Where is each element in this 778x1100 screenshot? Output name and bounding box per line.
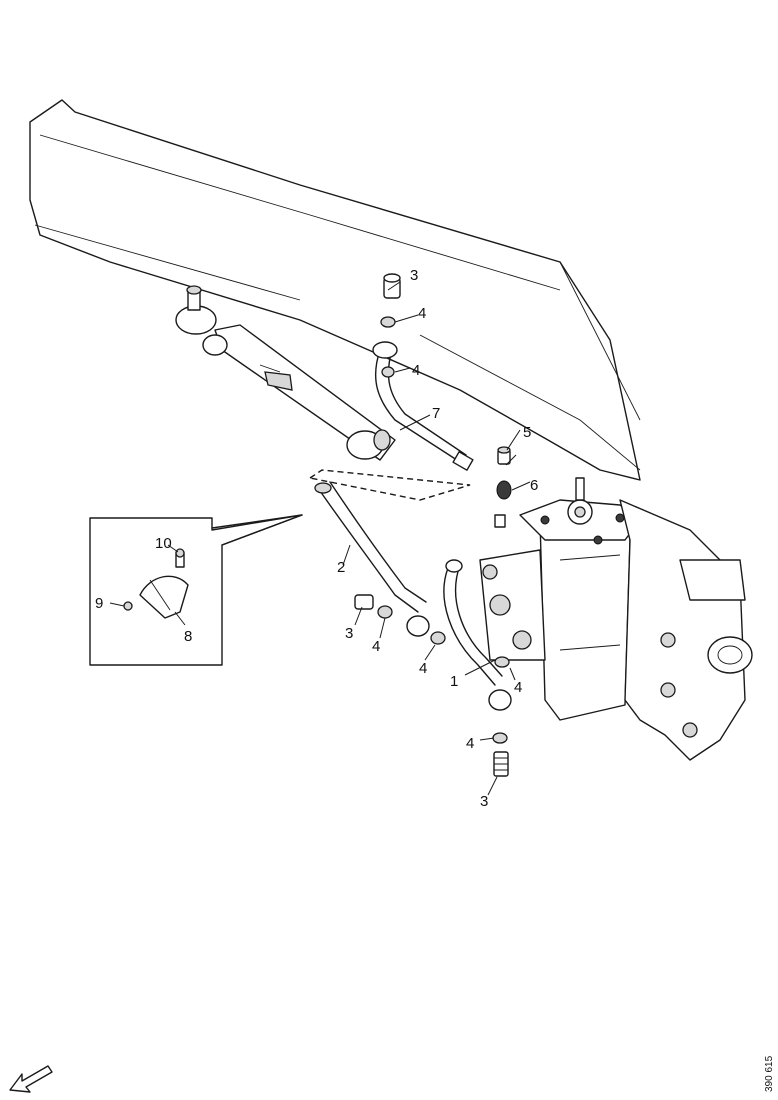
reference-code: 390 615: [764, 1055, 775, 1092]
callout-1: 1: [450, 673, 458, 690]
steering-gear-box: [479, 477, 641, 721]
detail-inset: [89, 514, 303, 666]
chassis-frame-rail: [29, 99, 641, 481]
fitting-5: [497, 446, 511, 465]
callout-5: 5: [523, 424, 531, 441]
washer-top: [380, 316, 396, 328]
banjo-bolt-left: [354, 594, 374, 610]
washer-mid: [430, 631, 446, 645]
washer-hose1: [494, 656, 510, 668]
mounting-bracket: [619, 499, 753, 761]
fitting-lower: [494, 514, 506, 528]
banjo-bolt-bottom: [493, 751, 509, 777]
callout-4-left: 4: [372, 638, 380, 655]
callout-detail-10: 10: [155, 535, 172, 552]
dashed-boundary: [308, 469, 471, 501]
fitting-6: [496, 480, 512, 500]
leader-lines: [342, 281, 531, 796]
callout-3-left: 3: [345, 625, 353, 642]
callout-4-right: 4: [514, 679, 522, 696]
callout-detail-9: 9: [95, 595, 103, 612]
washer-left: [377, 605, 393, 619]
inset-pointer: [211, 514, 303, 546]
callout-7: 7: [432, 405, 440, 422]
hose-2: [314, 481, 430, 637]
callout-3-top: 3: [410, 267, 418, 284]
banjo-bolt-top: [383, 273, 401, 299]
callout-6: 6: [530, 477, 538, 494]
washer-upper-hose: [381, 366, 395, 378]
callout-4-upper: 4: [412, 362, 420, 379]
callout-4-mid: 4: [419, 660, 427, 677]
callout-detail-8: 8: [184, 628, 192, 645]
washer-bottom: [492, 732, 508, 744]
callout-4-top: 4: [418, 305, 426, 322]
callout-2: 2: [337, 559, 345, 576]
drag-link-rod: [175, 285, 396, 461]
callout-4-bottom: 4: [466, 735, 474, 752]
arrow-icon: [9, 1065, 53, 1093]
callout-3-bottom: 3: [480, 793, 488, 810]
clamp-nut: [123, 601, 133, 611]
hose-7: [372, 341, 474, 471]
hose-1: [443, 559, 512, 711]
